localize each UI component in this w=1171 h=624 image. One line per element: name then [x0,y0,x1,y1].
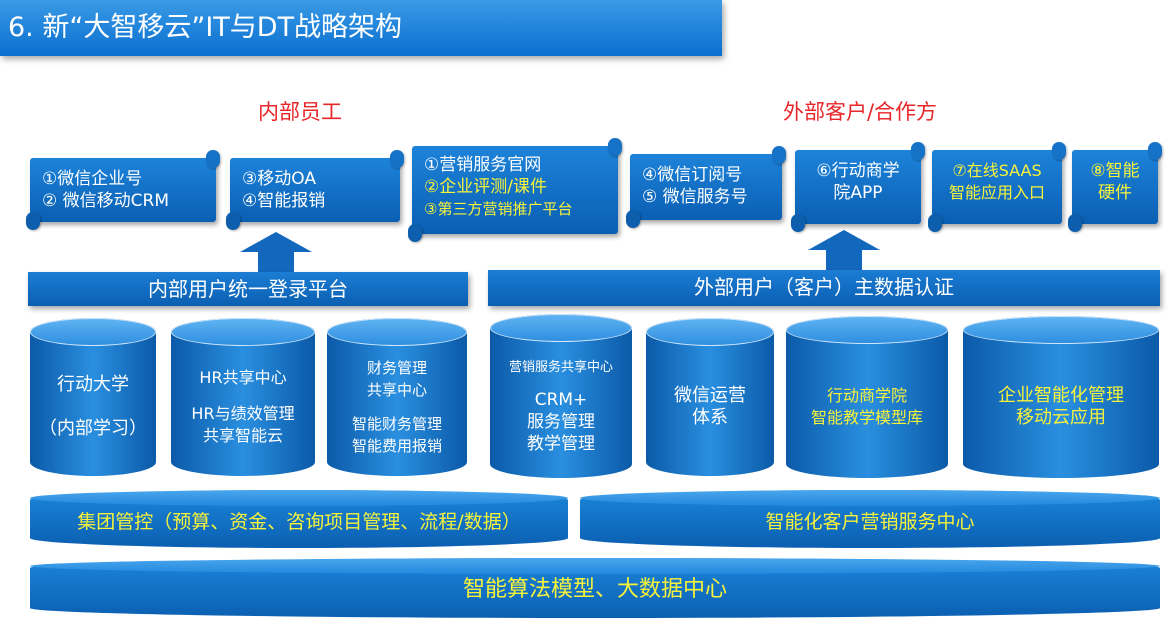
scroll-business-school-app: ⑥行动商学 院APP [791,142,925,232]
cylinder-text: 智能费用报销 [351,437,442,455]
external-customer-label: 外部客户/合作方 [782,100,938,124]
cylinder-text: 营销服务共享中心 [508,360,613,375]
cylinder-text: HR与绩效管理 [191,404,295,423]
cylinder-text: 企业智能化管理 [998,385,1124,406]
cylinder-text: 教学管理 [527,434,595,454]
scroll-line: ④微信订阅号 [642,165,743,185]
scroll-line: ⑧智能 [1090,161,1140,181]
group-control-label: 集团管控（预算、资金、咨询项目管理、流程/数据） [77,511,521,533]
scroll-wechat-subscription: ④微信订阅号 ⑤ 微信服务号 [626,146,786,228]
page-title: 6. 新“大智移云”IT与DT战略架构 [0,0,722,56]
scroll-wechat-enterprise: ①微信企业号 ② 微信移动CRM [26,150,220,230]
cylinder-text: 共享中心 [366,381,427,399]
scroll-line: ④智能报销 [242,191,326,211]
scroll-line: ② 微信移动CRM [42,191,169,211]
cylinder-text: 财务管理 [366,359,427,377]
scroll-line: ③第三方营销推广平台 [424,200,573,218]
scroll-line: ①营销服务官网 [424,155,542,175]
bigdata-label: 智能算法模型、大数据中心 [462,577,727,602]
scroll-line: ①微信企业号 [42,169,143,189]
cylinder-marketing-service-center: 营销服务共享中心 CRM+ 服务管理 教学管理 [490,314,632,478]
cylinder-text: 行动商学院 [826,386,907,405]
internal-login-platform: 内部用户统一登录平台 [28,272,468,306]
cylinder-text: 移动云应用 [1016,407,1106,428]
cylinder-text: 智能教学模型库 [810,408,923,427]
cylinder-finance-shared-center: 财务管理 共享中心 智能财务管理 智能费用报销 [327,318,467,476]
scroll-line: 智能应用入口 [948,183,1045,202]
cylinder-text: CRM+ [534,390,588,410]
scroll-mobile-oa: ③移动OA ④智能报销 [226,150,404,230]
scroll-online-saas: ⑦在线SAAS 智能应用入口 [928,142,1066,232]
cylinder-text: （内部学习） [39,418,147,439]
external-master-data-auth: 外部用户（客户）主数据认证 [488,270,1160,306]
cylinder-action-university: 行动大学 （内部学习） [30,318,156,476]
up-arrow-icon [808,230,880,270]
scroll-line: ③移动OA [242,169,316,189]
scroll-line: ②企业评测/课件 [424,177,547,197]
scroll-smart-hardware: ⑧智能 硬件 [1068,142,1162,232]
cylinder-enterprise-mobile-cloud: 企业智能化管理 移动云应用 [963,316,1159,478]
cylinder-text: 行动大学 [57,374,129,395]
marketing-service-layer: 智能化客户营销服务中心 [580,490,1160,548]
cylinder-hr-shared-center: HR共享中心 HR与绩效管理 共享智能云 [171,318,315,476]
marketing-service-label: 智能化客户营销服务中心 [765,511,975,533]
cylinder-text: 体系 [692,407,728,428]
scroll-marketing-website: ①营销服务官网 ②企业评测/课件 ③第三方营销推广平台 [408,138,622,242]
bigdata-layer: 智能算法模型、大数据中心 [30,558,1160,618]
scroll-line: ⑦在线SAAS [952,161,1042,180]
up-arrow-icon [240,232,312,272]
cylinder-business-school-model: 行动商学院 智能教学模型库 [786,316,948,478]
cylinder-text: 智能财务管理 [351,415,442,433]
cylinder-text: 服务管理 [527,412,595,432]
scroll-line: 硬件 [1098,183,1132,203]
scroll-line: ⑥行动商学 [816,161,900,181]
internal-staff-label: 内部员工 [258,100,342,124]
scroll-line: 院APP [833,183,883,203]
cylinder-text: HR共享中心 [199,368,287,387]
cylinder-text: 微信运营 [674,385,746,406]
scroll-line: ⑤ 微信服务号 [642,187,748,207]
group-control-layer: 集团管控（预算、资金、咨询项目管理、流程/数据） [30,490,568,548]
cylinder-text: 共享智能云 [202,426,283,445]
cylinder-wechat-operations: 微信运营 体系 [646,318,774,476]
